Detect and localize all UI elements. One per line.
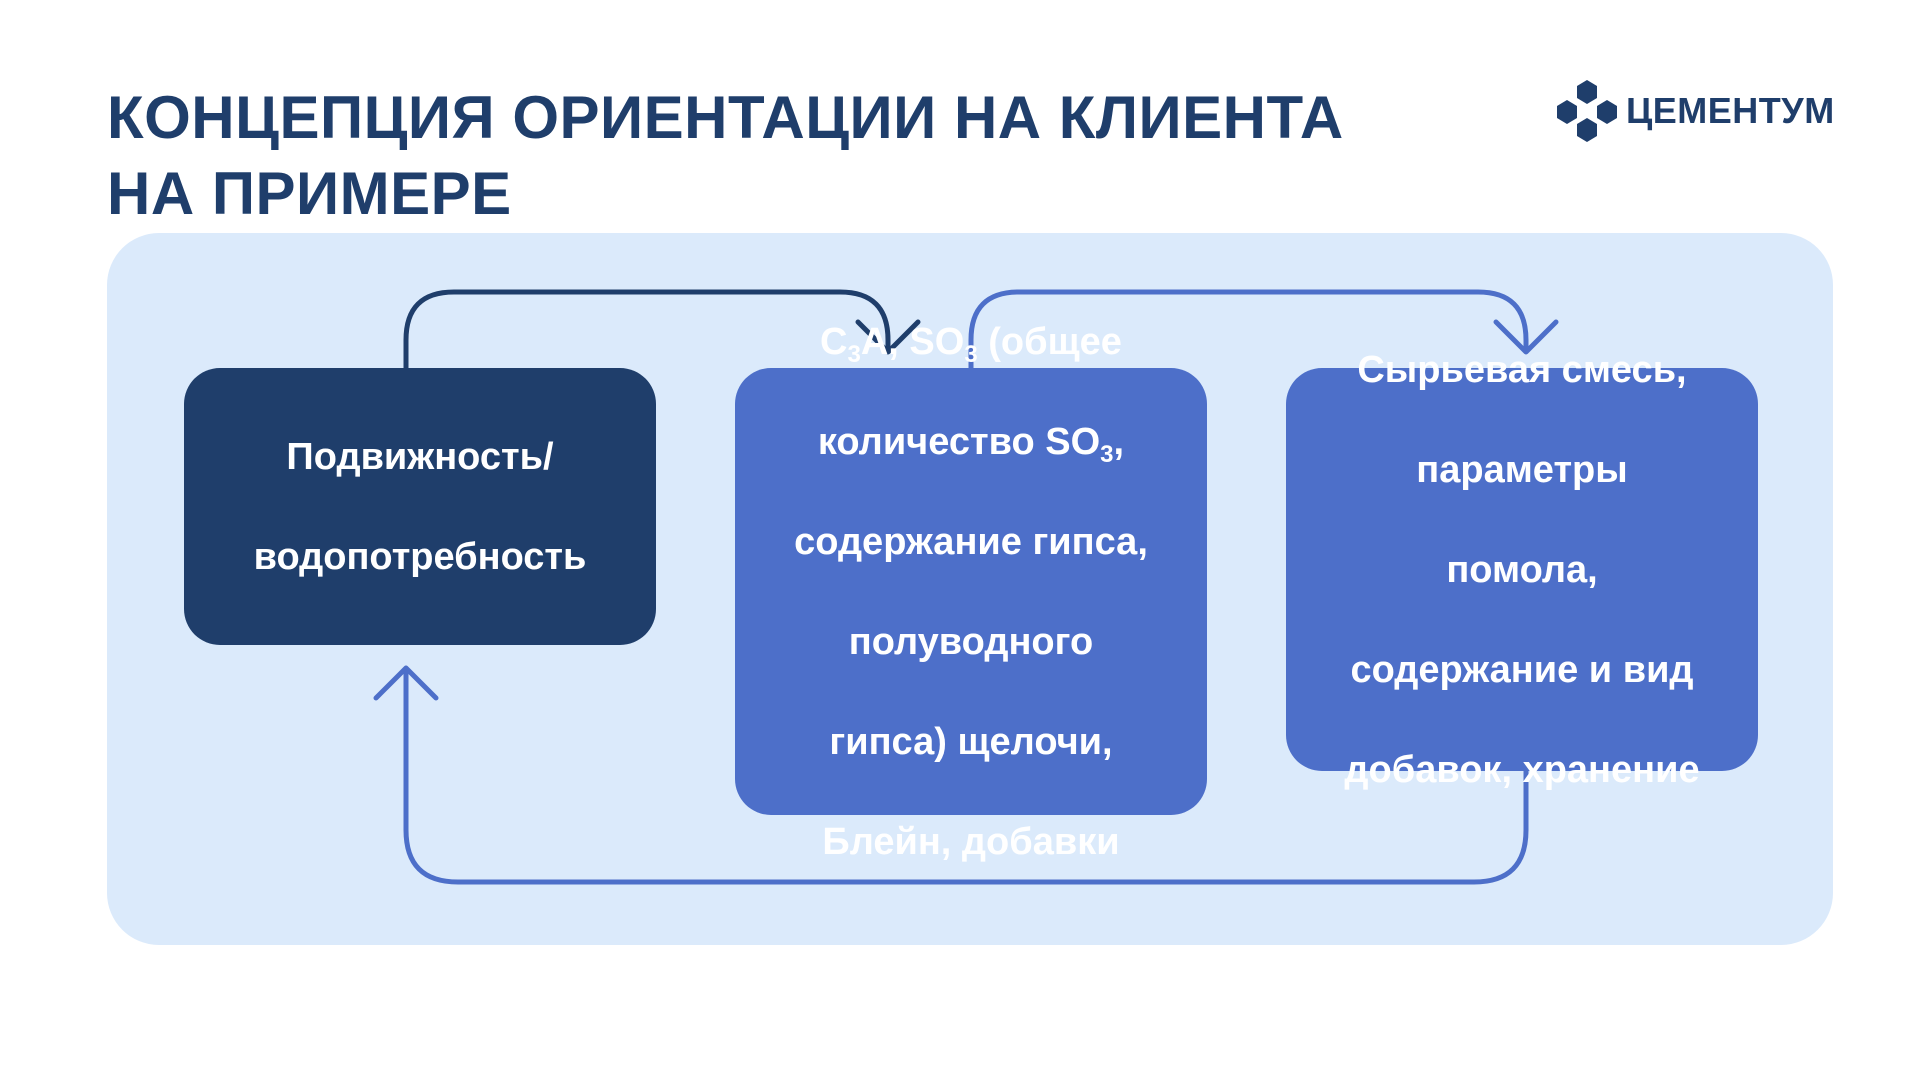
- title-line-2: НА ПРИМЕРЕ: [107, 160, 512, 227]
- node-raw-mix-line-4: содержание и вид: [1350, 648, 1694, 691]
- edge-composition-to-raw-mix: [968, 289, 1529, 371]
- so-subscript: 3: [964, 340, 978, 368]
- node-raw-mix-line-1: Сырьевая смесь,: [1357, 348, 1687, 391]
- node-composition-line-6: Блейн, добавки: [822, 820, 1120, 863]
- node-composition-line-2: количество SO3,: [794, 417, 1148, 467]
- edge-mobility-to-composition: [403, 289, 891, 371]
- c-symbol: C: [820, 320, 848, 363]
- node-composition-text: C3A, SO3 (общее количество SO3, содержан…: [794, 267, 1148, 917]
- node-composition-line-4: полуводного: [848, 620, 1094, 663]
- hexagon-molecule-icon: [1557, 80, 1617, 142]
- brand-name: ЦЕМЕНТУМ: [1626, 90, 1835, 131]
- arrowhead-down-icon: [855, 319, 921, 355]
- a-so-symbol: A, SO: [860, 320, 965, 363]
- so3-subscript: 3: [1100, 440, 1114, 468]
- arrowhead-up-icon: [373, 665, 439, 701]
- node-composition-line-5: гипса) щелочи,: [829, 720, 1113, 763]
- edge-raw-mix-to-mobility: [403, 669, 1529, 885]
- line-1-rest: (общее: [977, 320, 1122, 363]
- c-subscript: 3: [847, 340, 861, 368]
- node-raw-mix: Сырьевая смесь, параметры помола, содерж…: [1286, 349, 1758, 791]
- node-raw-mix-text: Сырьевая смесь, параметры помола, содерж…: [1344, 295, 1699, 845]
- node-mobility-text: Подвижность/ водопотребность: [254, 382, 587, 632]
- node-raw-mix-line-3: помола,: [1446, 548, 1598, 591]
- node-mobility-line-1: Подвижность/: [286, 435, 554, 478]
- line-2-main: количество SO: [817, 420, 1101, 463]
- node-composition: C3A, SO3 (общее количество SO3, содержан…: [735, 321, 1207, 863]
- node-composition-line-1: C3A, SO3 (общее: [794, 317, 1148, 367]
- node-raw-mix-line-2: параметры: [1416, 448, 1628, 491]
- node-mobility-line-2: водопотребность: [253, 535, 587, 578]
- node-raw-mix-line-5: добавок, хранение: [1344, 748, 1700, 791]
- title-line-1: КОНЦЕПЦИЯ ОРИЕНТАЦИИ НА КЛИЕНТА: [107, 84, 1344, 151]
- brand-logo: ЦЕМЕНТУМ: [1556, 76, 1835, 146]
- line-2-rest: ,: [1113, 420, 1125, 463]
- arrowhead-down-icon: [1493, 319, 1559, 355]
- node-mobility: Подвижность/ водопотребность: [184, 368, 656, 645]
- node-composition-line-3: содержание гипса,: [794, 520, 1148, 563]
- page-title: КОНЦЕПЦИЯ ОРИЕНТАЦИИ НА КЛИЕНТА НА ПРИМЕ…: [107, 80, 1407, 232]
